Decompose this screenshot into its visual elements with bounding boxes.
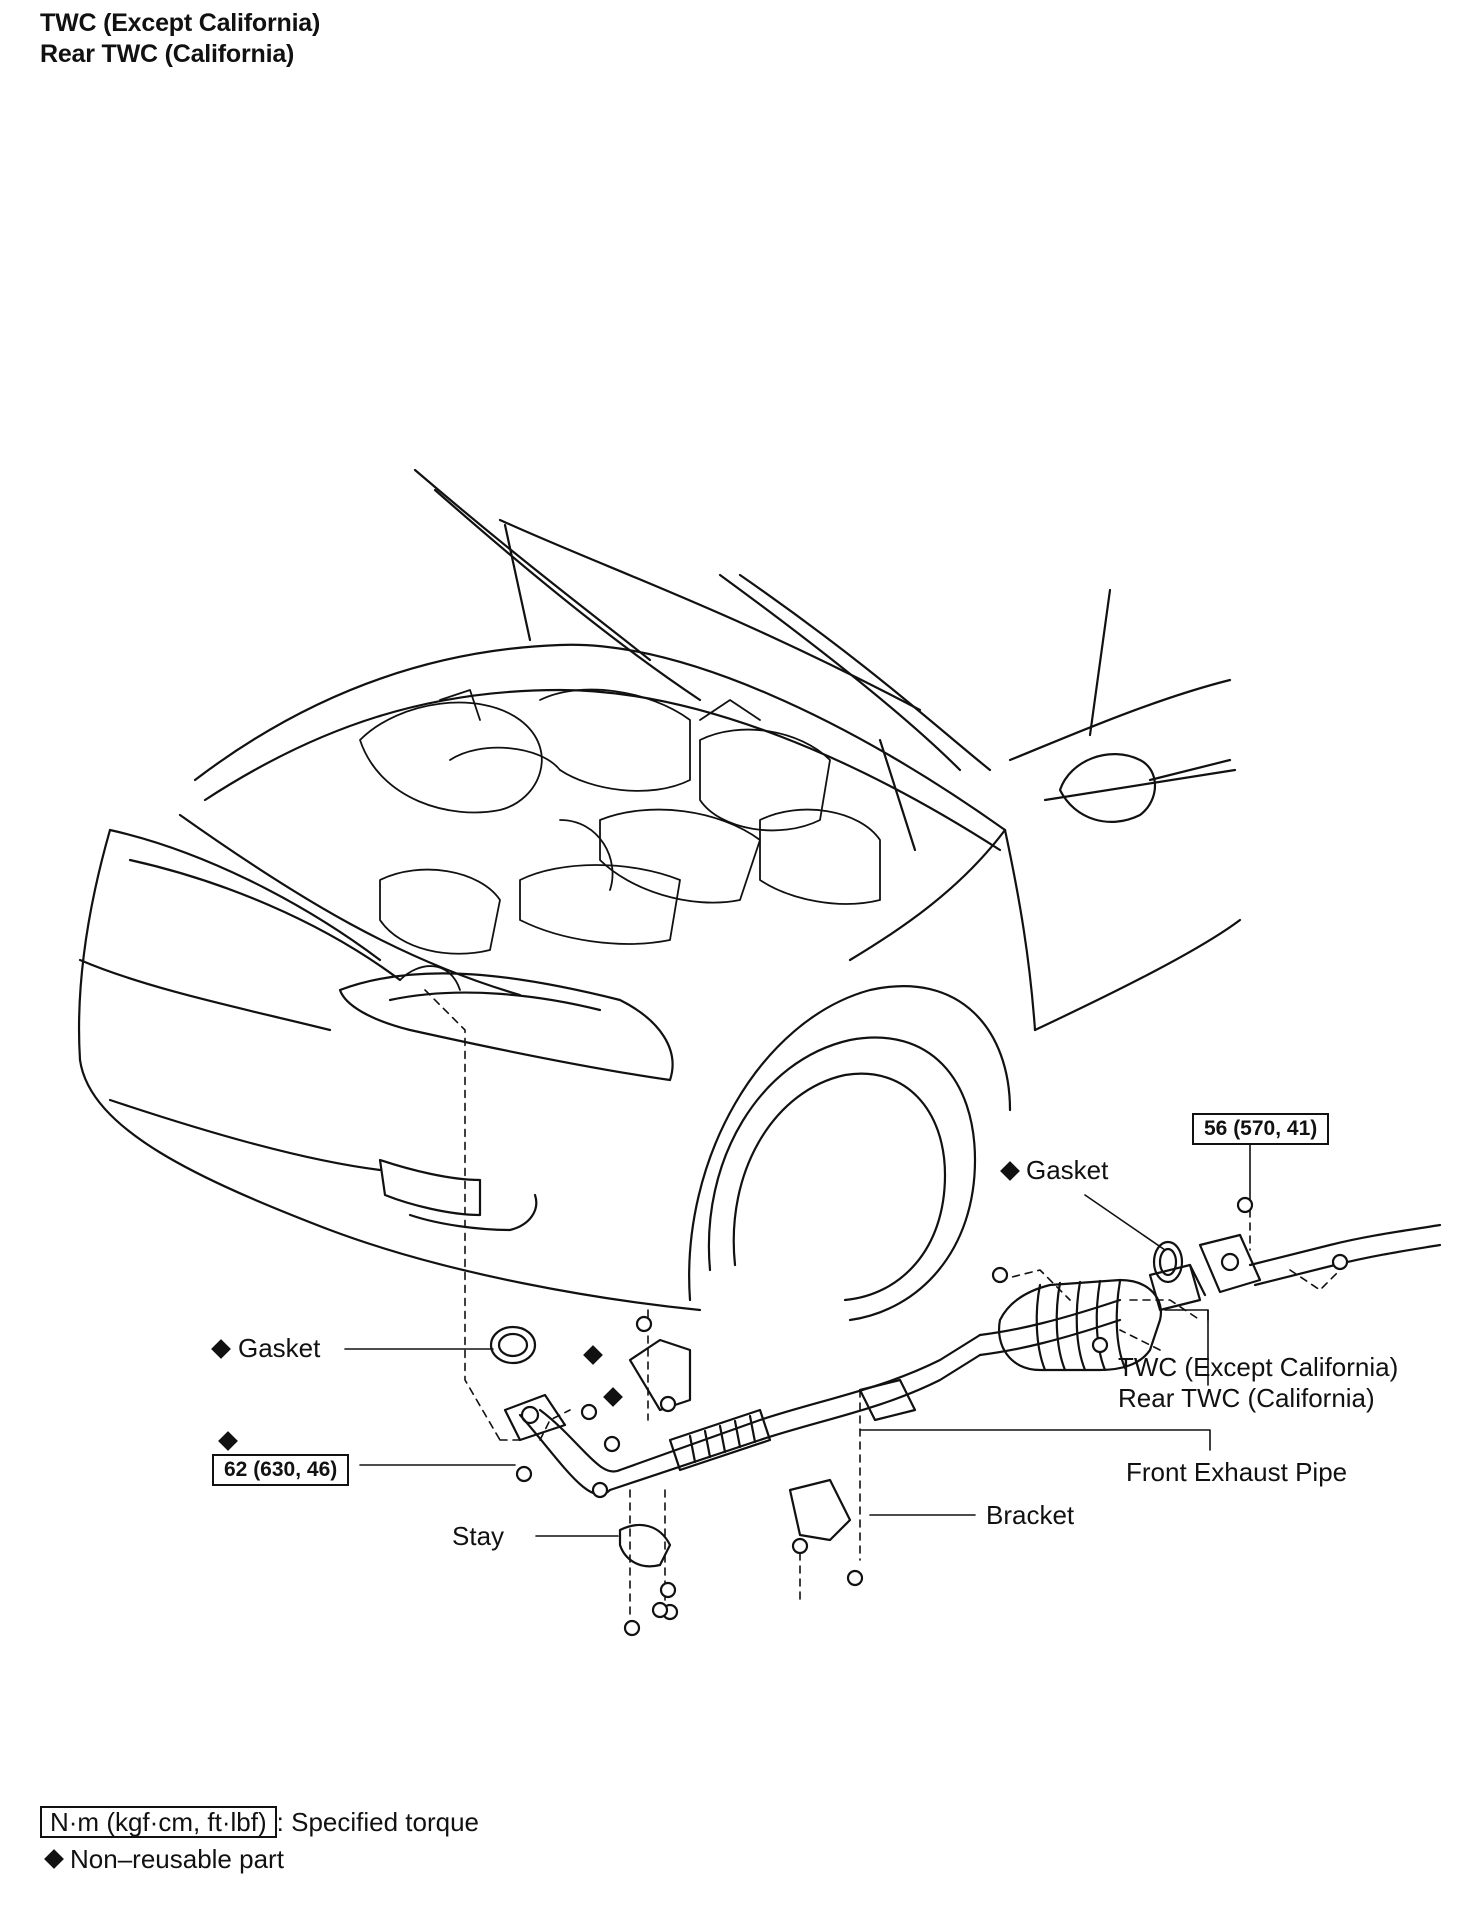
label-stay: Stay — [452, 1521, 505, 1551]
engine-components — [359, 688, 881, 991]
legend-nonreusable-text: Non–reusable part — [70, 1844, 284, 1874]
label-twc-line-2: Rear TWC (California) — [1118, 1383, 1375, 1413]
title-line-1: TWC (Except California) — [40, 9, 321, 37]
car-body — [77, 468, 1242, 1322]
label-twc-line-1: TWC (Except California) — [1118, 1352, 1399, 1382]
label-bracket: Bracket — [986, 1500, 1075, 1530]
title-line-2: Rear TWC (California) — [40, 40, 295, 68]
leader-lines — [344, 1144, 1251, 1537]
label-front-exhaust-pipe: Front Exhaust Pipe — [1126, 1457, 1348, 1487]
fasteners — [515, 1196, 1349, 1637]
page-title: TWC (Except California) Rear TWC (Califo… — [40, 8, 320, 70]
torque-box-right: 56 (570, 41) — [1192, 1113, 1330, 1145]
torque-box-left: 62 (630, 46) — [212, 1454, 350, 1486]
dash-lines — [424, 989, 1341, 1621]
legend-torque-unit: N·m (kgf·cm, ft·lbf) — [40, 1806, 277, 1838]
legend-torque: N·m (kgf·cm, ft·lbf): Specified torque — [40, 1806, 479, 1838]
label-gasket-left: Gasket — [238, 1333, 321, 1363]
legend-torque-text: : Specified torque — [276, 1807, 480, 1837]
label-gasket-right: Gasket — [1026, 1155, 1109, 1185]
